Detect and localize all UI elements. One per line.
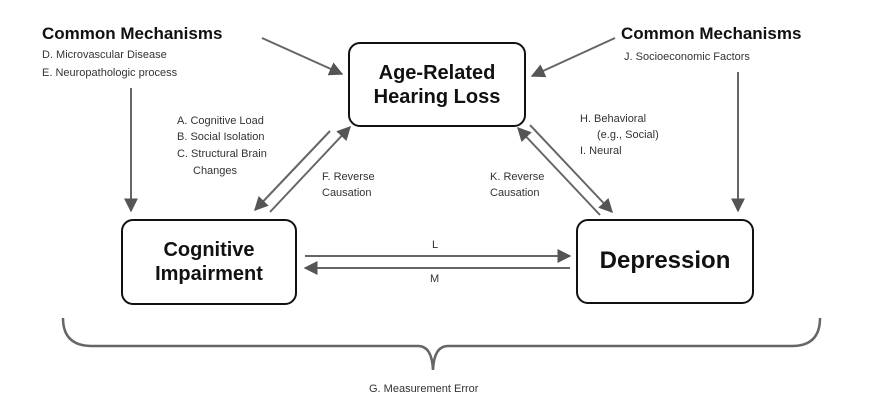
right-mechanism-j: J. Socioeconomic Factors (624, 51, 750, 63)
edge-label-l: L (432, 239, 439, 251)
reverse-causation-k-line2: Causation (490, 187, 540, 199)
pathway-h-line2: (e.g., Social) (597, 129, 659, 141)
measurement-error-label: G. Measurement Error (369, 383, 479, 395)
node-cognitive-impairment: Cognitive Impairment (121, 219, 297, 305)
arrow-cognitive-to-hearing (269, 125, 351, 213)
left-mechanism-d: D. Microvascular Disease (42, 49, 167, 61)
reverse-causation-k-line1: K. Reverse (490, 171, 545, 183)
node-cognitive-impairment-label: Cognitive Impairment (155, 239, 263, 285)
arrow-hearing-to-depression (529, 124, 613, 214)
reverse-causation-f-line1: F. Reverse (322, 171, 375, 183)
node-depression-label: Depression (599, 247, 731, 275)
right-mechanisms-title: Common Mechanisms (621, 24, 802, 43)
left-mechanism-e: E. Neuropathologic process (42, 67, 178, 79)
measurement-brace (61, 317, 822, 371)
pathway-c: C. Structural Brain (177, 148, 267, 160)
arrow-left-mechanisms-to-hearing (261, 37, 344, 76)
pathway-c-continued: Changes (193, 165, 238, 177)
arrow-right-mechanisms-to-hearing (530, 37, 616, 78)
reverse-causation-f-line2: Causation (322, 187, 372, 199)
pathway-a: A. Cognitive Load (177, 115, 264, 127)
arrow-hearing-to-cognitive (254, 130, 331, 212)
node-hearing-loss-label: Age-Related Hearing Loss (373, 61, 501, 108)
left-mechanisms-title: Common Mechanisms (42, 24, 223, 43)
pathway-h-line1: H. Behavioral (580, 113, 647, 125)
node-hearing-loss: Age-Related Hearing Loss (348, 42, 526, 127)
pathway-i: I. Neural (580, 145, 622, 157)
node-depression: Depression (576, 219, 754, 304)
edge-label-m: M (430, 273, 440, 285)
pathway-b: B. Social Isolation (177, 131, 265, 143)
arrow-depression-to-hearing (517, 126, 601, 216)
